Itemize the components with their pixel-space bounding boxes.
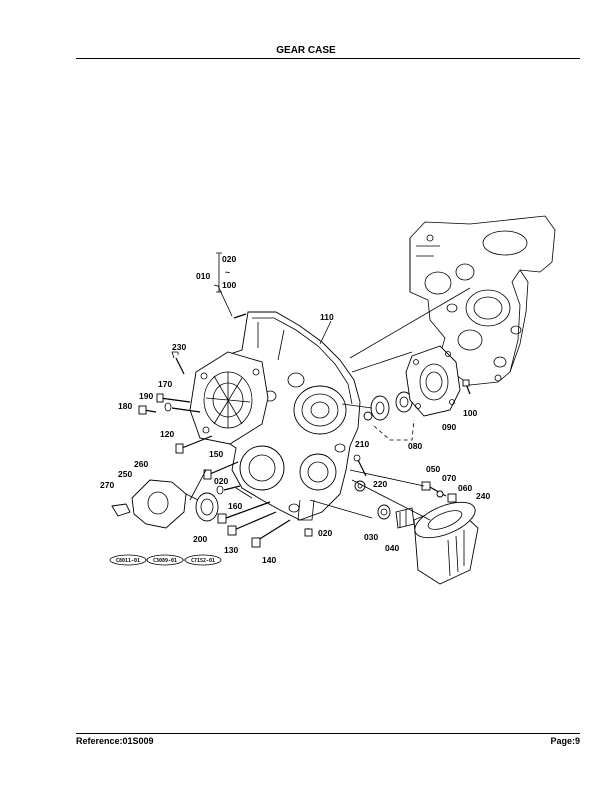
front-plate-090-drawing (405, 345, 461, 417)
part-label-190: 190 (139, 391, 153, 401)
part-label-270: 270 (100, 480, 114, 490)
bolts-drawing (138, 313, 471, 548)
part-label-160: 160 (228, 501, 242, 511)
ref-code-3: C7152-01 (191, 558, 215, 564)
bracket-line (216, 252, 222, 293)
ref-code-1: C8011-01 (116, 558, 140, 564)
page-title: GEAR CASE (276, 45, 336, 56)
seal-080-drawing (370, 391, 415, 441)
part-label-230: 230 (172, 342, 186, 352)
part-label-020-b: 020 (318, 528, 332, 538)
part-label-060: 060 (458, 483, 472, 493)
engine-block-drawing (409, 215, 556, 386)
part-label-090: 090 (442, 422, 456, 432)
pump-housing-drawing (189, 351, 269, 445)
part-label-070: 070 (442, 473, 456, 483)
part-label-170: 170 (158, 379, 172, 389)
part-label-250: 250 (118, 469, 132, 479)
part-label-200: 200 (193, 534, 207, 544)
part-label-260: 260 (134, 459, 148, 469)
leader-lines (177, 284, 471, 521)
bracket-label-top: 020 (222, 254, 236, 264)
part-label-150: 150 (209, 449, 223, 459)
page-number: Page:9 (550, 736, 580, 746)
oil-filter-drawing (413, 501, 479, 585)
part-label-140: 140 (262, 555, 276, 565)
side-cover-drawing (111, 479, 187, 529)
part-label-010: 010 (196, 271, 210, 281)
footer-rule (76, 733, 580, 734)
part-label-120: 120 (160, 429, 174, 439)
part-label-030: 030 (364, 532, 378, 542)
part-label-110: 110 (320, 312, 334, 322)
part-label-020-a: 020 (214, 476, 228, 486)
ref-code-2: C3089-01 (153, 558, 177, 564)
part-label-240: 240 (476, 491, 490, 501)
oil-seal-drawing (195, 492, 219, 522)
part-label-210: 210 (355, 439, 369, 449)
bracket-tilde: ~ (225, 267, 230, 277)
part-label-180: 180 (118, 401, 132, 411)
header-rule (76, 58, 580, 59)
part-label-050: 050 (426, 464, 440, 474)
part-label-080: 080 (408, 441, 422, 451)
part-label-100: 100 (463, 408, 477, 418)
bracket-label-bottom: 100 (222, 280, 236, 290)
reference-code: Reference:01S009 (76, 736, 154, 746)
reference-ovals: C8011-01 C3089-01 C7152-01 (109, 554, 222, 566)
part-label-040: 040 (385, 543, 399, 553)
part-label-220: 220 (373, 479, 387, 489)
part-label-130: 130 (224, 545, 238, 555)
